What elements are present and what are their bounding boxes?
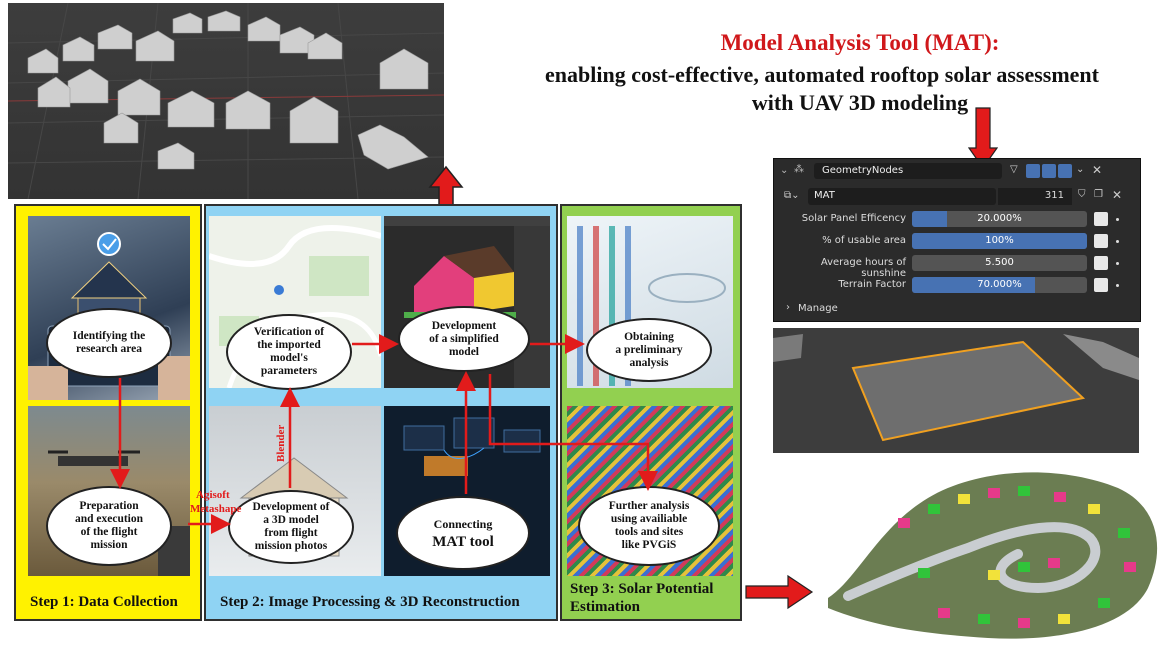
param-label: Average hours of sunshine [820, 257, 906, 279]
expand-chevron-icon: › [786, 302, 790, 313]
param-row: Terrain Factor 70.000% [774, 275, 1140, 295]
step3-label: Step 3: Solar Potential Estimation [570, 581, 714, 615]
param-row: % of usable area 100% [774, 231, 1140, 251]
param-slider-usable-area[interactable]: 100% [912, 233, 1087, 249]
attribute-toggle-icon[interactable] [1094, 278, 1108, 292]
attribute-toggle-icon[interactable] [1094, 234, 1108, 248]
keyframe-dot-icon[interactable] [1116, 218, 1119, 221]
param-value: 100% [985, 235, 1014, 246]
houses-3d-render [8, 3, 444, 199]
neighbourhood-map-graphic [828, 472, 1158, 639]
param-slider-solar-efficiency[interactable]: 20.000% [912, 211, 1087, 227]
title-line-2: enabling cost-effective, automated rooft… [545, 62, 1099, 87]
blender-house-illustration [384, 216, 550, 388]
edge-label-agisoft-2: Metashape [190, 503, 241, 515]
title-line-3: with UAV 3D modeling [751, 90, 969, 115]
node-group-field[interactable]: MAT [808, 188, 996, 205]
edge-label-agisoft-1: Agisoft [196, 489, 230, 501]
param-label: Solar Panel Efficency [801, 213, 906, 224]
render-camera-icon[interactable] [1058, 164, 1072, 178]
fake-user-shield-icon[interactable]: ⛉ [1078, 189, 1086, 200]
title-line-1: Model Analysis Tool (MAT): [720, 30, 1000, 55]
param-row: Solar Panel Efficency 20.000% [774, 209, 1140, 229]
lab-illustration [577, 226, 726, 386]
edge-simplified-to-further [488, 374, 658, 491]
modifier-name: GeometryNodes [822, 165, 904, 176]
manage-label: Manage [798, 303, 838, 314]
param-value: 5.500 [985, 257, 1014, 268]
houses-3d-render-graphic [8, 3, 444, 199]
node-editor-illustration [403, 417, 541, 476]
node-tree-icon: ⁂ [794, 164, 804, 175]
neighbourhood-solar-map [818, 458, 1168, 644]
viewport-display-icon[interactable] [1042, 164, 1056, 178]
unlink-icon[interactable]: ✕ [1112, 188, 1123, 202]
param-slider-terrain-factor[interactable]: 70.000% [912, 277, 1087, 293]
keyframe-dot-icon[interactable] [1116, 240, 1119, 243]
modifier-name-field[interactable]: GeometryNodes [814, 163, 1002, 179]
selected-roof-plane-viewport [773, 328, 1139, 453]
geometry-nodes-panel: ⌄ ⁂ GeometryNodes ▽ ⌄ ✕ ⧉⌄ MAT 311 ⛉ ❐ ✕… [773, 158, 1141, 322]
step2-label: Step 2: Image Processing & 3D Reconstruc… [220, 594, 520, 610]
step1-label: Step 1: Data Collection [30, 594, 178, 610]
param-field-sunshine-hours[interactable]: 5.500 [912, 255, 1087, 271]
param-label: Terrain Factor [838, 279, 906, 290]
keyframe-dot-icon[interactable] [1116, 284, 1119, 287]
user-count-field[interactable]: 311 [998, 188, 1072, 205]
keyframe-dot-icon[interactable] [1116, 262, 1119, 265]
dropdown-chevron-icon[interactable]: ⌄ [1076, 164, 1085, 175]
param-row: Average hours of sunshine 5.500 [774, 253, 1140, 279]
roof-plane-graphic [773, 328, 1139, 453]
rooftops [898, 486, 1136, 628]
collapse-chevron-icon[interactable]: ⌄ [780, 165, 789, 176]
node-group-browse-icon[interactable]: ⧉⌄ [784, 190, 800, 201]
modifier-header: ⌄ ⁂ GeometryNodes ▽ ⌄ ✕ [774, 161, 1140, 181]
duplicate-icon[interactable]: ❐ [1094, 189, 1103, 200]
node-group-row: ⧉⌄ MAT 311 ⛉ ❐ ✕ [774, 187, 1140, 207]
param-value: 70.000% [977, 279, 1022, 290]
attribute-toggle-icon[interactable] [1094, 212, 1108, 226]
param-fill [912, 211, 947, 227]
house-models [27, 10, 429, 170]
edit-mode-icon[interactable] [1026, 164, 1040, 178]
close-icon[interactable]: ✕ [1092, 163, 1103, 177]
edge-label-blender: Blender [275, 425, 287, 462]
param-value: 20.000% [977, 213, 1022, 224]
user-count: 311 [1044, 190, 1064, 201]
param-fill [912, 233, 1087, 249]
param-label: % of usable area [822, 235, 906, 246]
param-fill [912, 277, 1035, 293]
funnel-icon[interactable]: ▽ [1010, 164, 1018, 175]
node-group-name: MAT [814, 190, 835, 201]
attribute-toggle-icon[interactable] [1094, 256, 1108, 270]
arrow-to-map [745, 574, 814, 610]
selected-plane[interactable] [851, 340, 1086, 442]
manage-row[interactable]: › Manage [774, 299, 1140, 319]
